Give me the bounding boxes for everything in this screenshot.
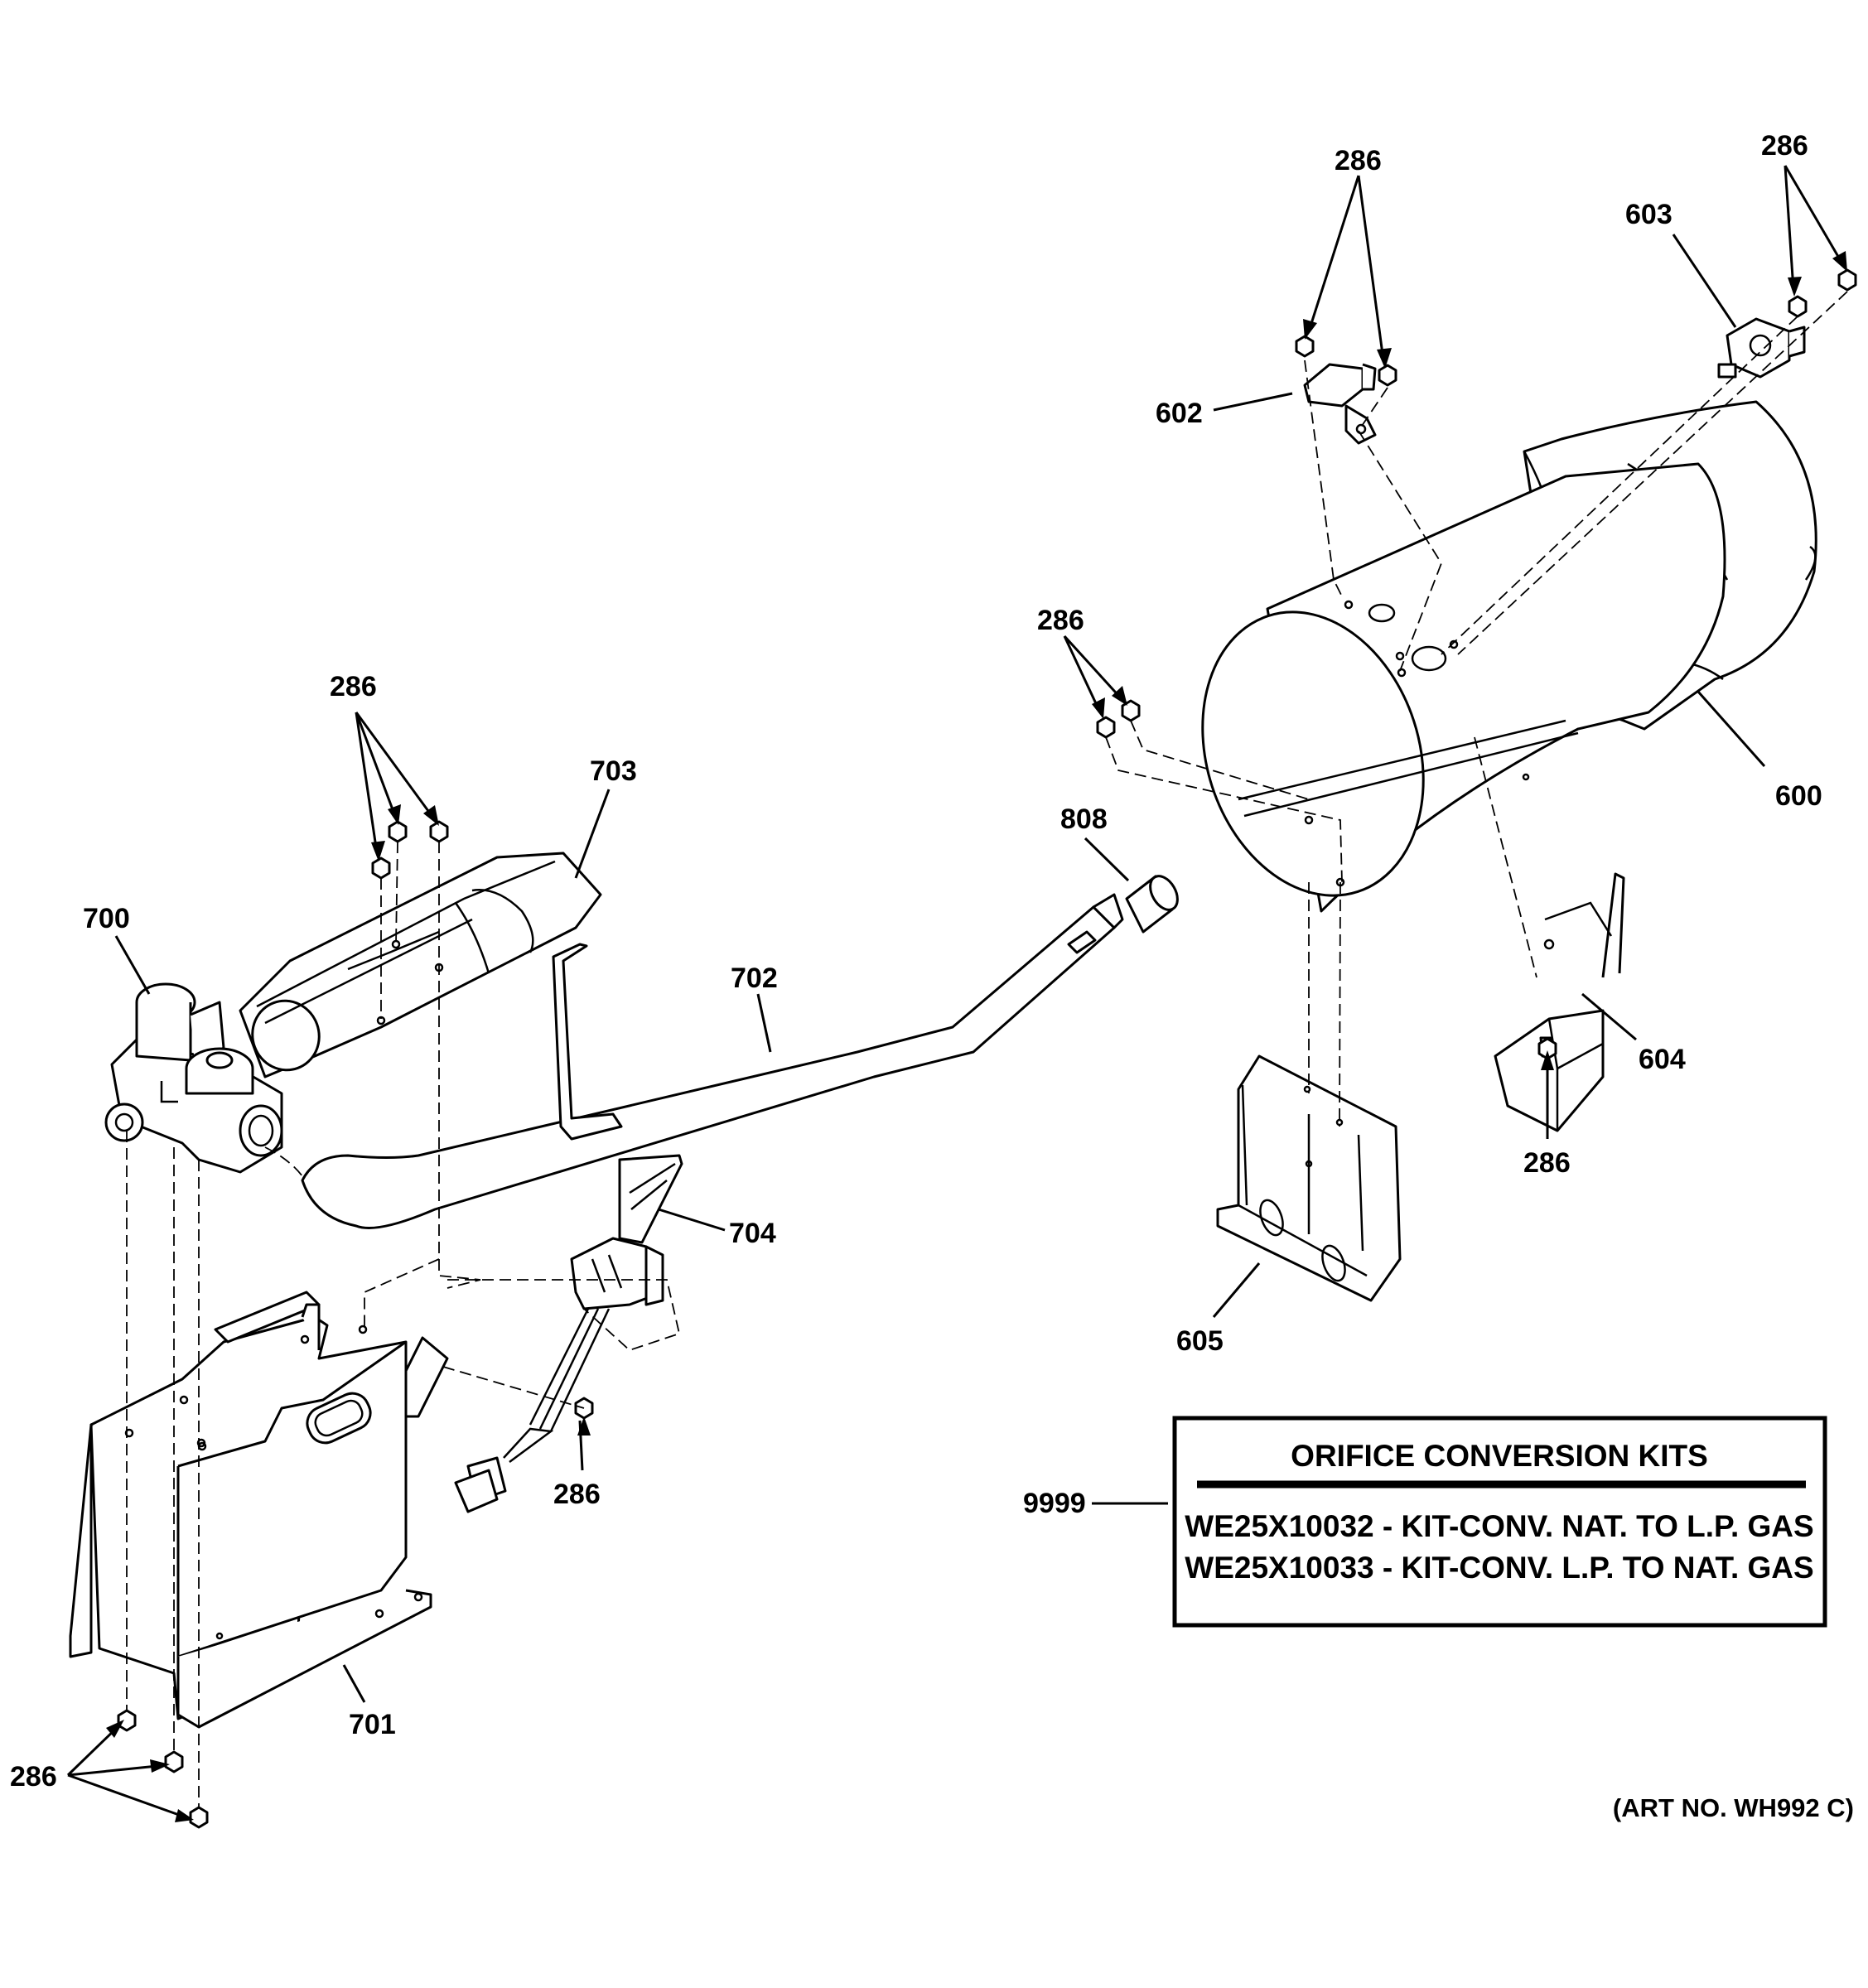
label-286-ignitor: 286	[553, 1479, 601, 1510]
label-9999: 9999	[1023, 1488, 1086, 1519]
gas-valve-700	[104, 982, 283, 1174]
part-labels: 286 286 603 602 286 600 286 703 808 700 …	[10, 130, 1822, 1793]
label-701: 701	[349, 1709, 396, 1740]
label-286-top-right: 286	[1761, 130, 1808, 162]
bushing-808	[1125, 875, 1179, 934]
kits-title: ORIFICE CONVERSION KITS	[1291, 1439, 1708, 1473]
screws	[117, 268, 1857, 1829]
label-702: 702	[731, 963, 778, 994]
label-286-top-left: 286	[1335, 145, 1382, 176]
orifice-conversion-kits-box: ORIFICE CONVERSION KITS WE25X10032 - KIT…	[1172, 1416, 1827, 1628]
label-605: 605	[1176, 1325, 1224, 1357]
burner-703	[239, 852, 602, 1078]
leader-lines	[66, 165, 1847, 1822]
flame-sensor-604	[1494, 872, 1625, 1132]
label-600: 600	[1775, 780, 1822, 812]
art-number: (ART NO. WH992 C)	[1613, 1793, 1854, 1822]
kit-line-2: WE25X10033 - KIT-CONV. L.P. TO NAT. GAS	[1185, 1551, 1813, 1585]
label-286-604: 286	[1523, 1147, 1571, 1179]
ignitor-704	[454, 1154, 683, 1513]
thermostat-602	[1303, 363, 1377, 445]
label-286-valve: 286	[330, 671, 377, 702]
label-602: 602	[1156, 398, 1203, 429]
thermostat-603	[1717, 317, 1806, 379]
combustion-chamber-600	[1201, 400, 1817, 913]
kit-line-1: WE25X10032 - KIT-CONV. NAT. TO L.P. GAS	[1185, 1509, 1813, 1543]
label-808: 808	[1060, 803, 1108, 835]
label-603: 603	[1625, 199, 1673, 230]
assembly-dashed-lines	[126, 291, 1848, 1807]
label-700: 700	[83, 903, 130, 934]
bracket-605	[1216, 1054, 1402, 1302]
burner-tube-702	[301, 893, 1124, 1229]
label-286-bottom: 286	[10, 1761, 57, 1793]
bracket-701	[69, 1291, 449, 1729]
label-703: 703	[590, 755, 637, 787]
label-604: 604	[1639, 1044, 1686, 1075]
label-286-mid: 286	[1037, 605, 1084, 636]
label-704: 704	[729, 1218, 776, 1249]
